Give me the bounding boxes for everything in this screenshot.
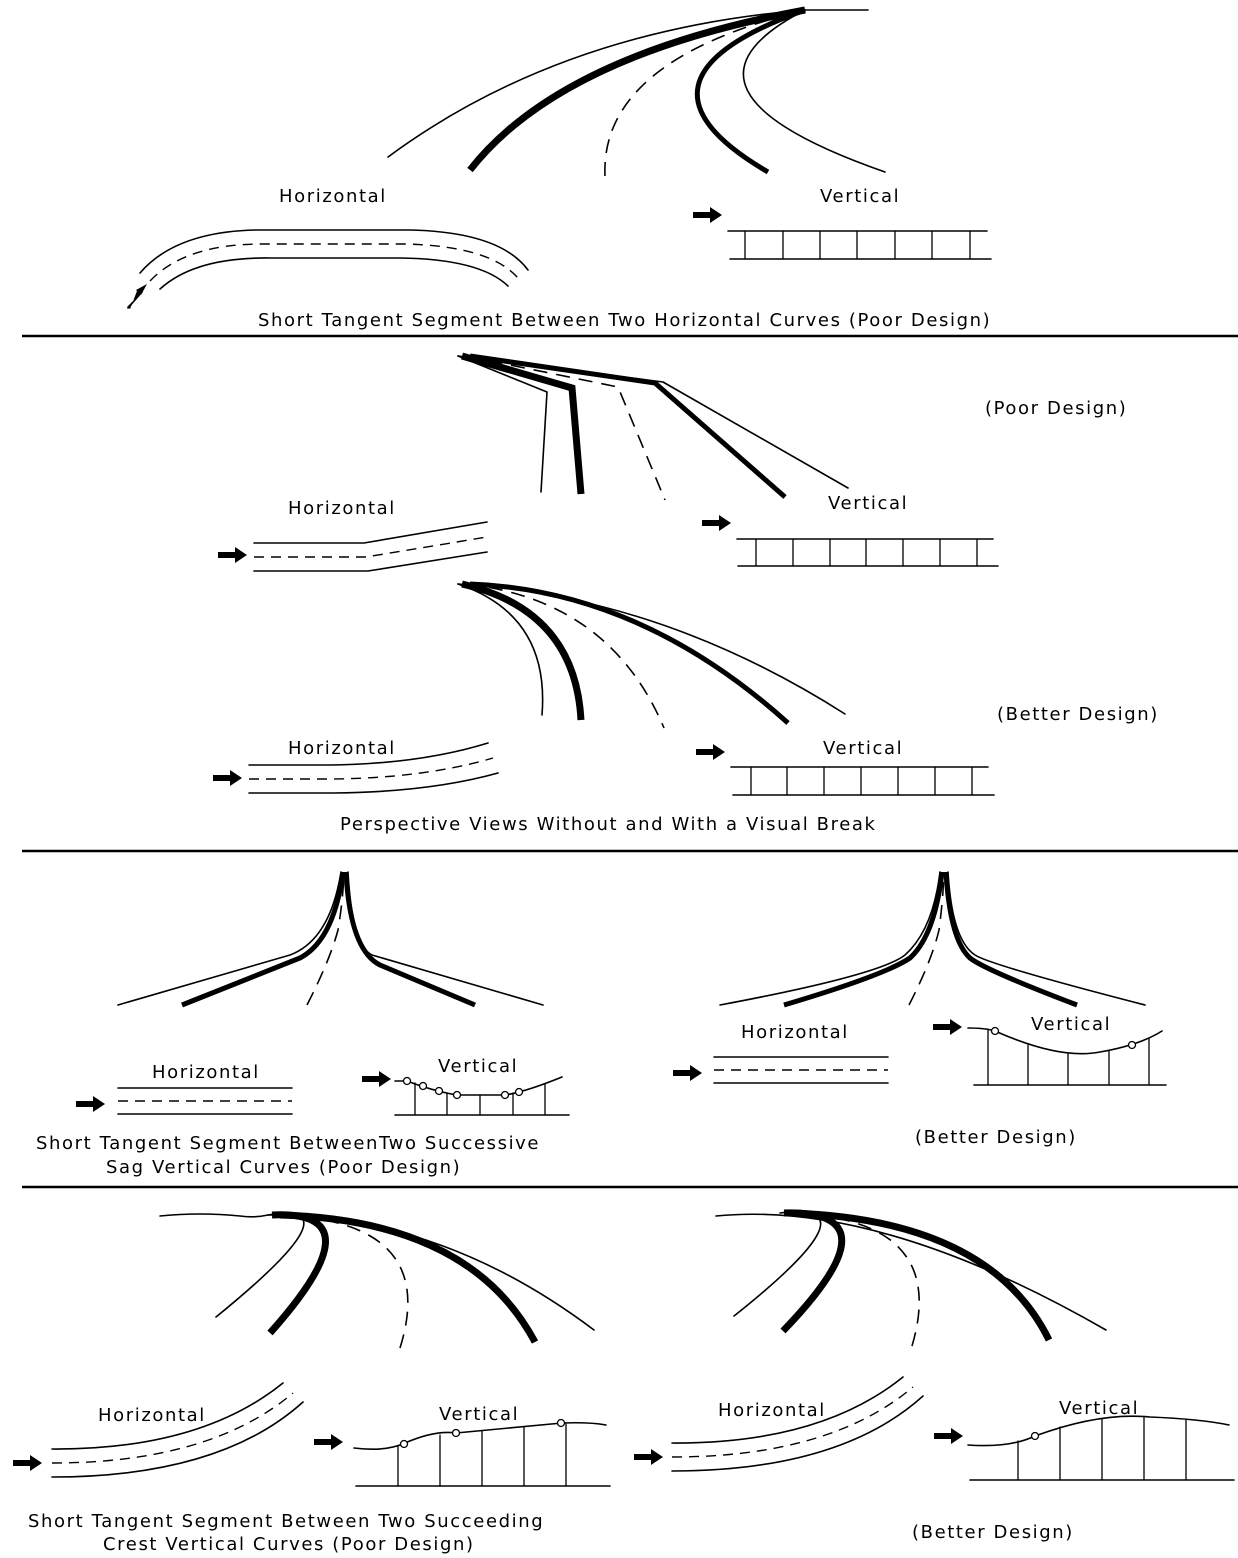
- panel2-caption: Perspective Views Without and With a Vis…: [340, 814, 877, 835]
- panel-horizontal-curves: Horizontal Vertical Short Tangent Segmen…: [127, 6, 992, 331]
- direction-arrow-icon: [673, 1065, 702, 1081]
- horizontal-plan-view: [213, 742, 499, 794]
- horizontal-plan-view: [13, 1382, 304, 1478]
- vertical-profile-view: [702, 515, 999, 567]
- horizontal-label: Horizontal: [279, 186, 387, 207]
- direction-arrow-icon: [218, 547, 247, 563]
- vertical-label: Vertical: [828, 493, 908, 514]
- vertical-profile-view: [314, 1418, 611, 1487]
- better-design-label: (Better Design): [912, 1522, 1074, 1543]
- panel1-caption: Short Tangent Segment Between Two Horizo…: [258, 310, 991, 331]
- perspective-road-sag-better: [719, 871, 1146, 1008]
- panel-sag-curves: Horizontal Vertical Short Tangent Segmen…: [36, 871, 1167, 1178]
- horizontal-label: Horizontal: [288, 738, 396, 759]
- horizontal-label: Horizontal: [741, 1022, 849, 1043]
- direction-arrow-icon: [696, 744, 725, 760]
- direction-arrow-icon: [13, 1455, 42, 1471]
- direction-arrow-icon: [693, 207, 722, 223]
- vertical-label: Vertical: [1031, 1014, 1111, 1035]
- perspective-road-crest-better: [715, 1209, 1107, 1347]
- vertical-profile-view: [933, 1019, 1167, 1086]
- panel-crest-curves: Horizontal Vertical Short Tangent Segmen…: [13, 1209, 1235, 1555]
- vertical-profile-view: [693, 207, 992, 260]
- panel-visual-break: (Poor Design) Horizontal Vertical: [213, 352, 1159, 835]
- horizontal-plan-view: [218, 521, 488, 572]
- horizontal-label: Horizontal: [288, 498, 396, 519]
- perspective-road-sag-poor: [117, 871, 544, 1008]
- horizontal-plan-view: [673, 1056, 889, 1084]
- vertical-profile-view: [696, 744, 995, 796]
- direction-arrow-icon: [76, 1096, 105, 1112]
- panel3-caption-line2: Sag Vertical Curves (Poor Design): [106, 1157, 461, 1178]
- perspective-road-crest-poor: [159, 1211, 595, 1349]
- direction-arrow-icon: [702, 515, 731, 531]
- horizontal-label: Horizontal: [98, 1405, 206, 1426]
- vertical-label: Vertical: [439, 1404, 519, 1425]
- perspective-road-curve: [387, 6, 886, 177]
- panel4-caption-line2: Crest Vertical Curves (Poor Design): [103, 1534, 475, 1555]
- vertical-label: Vertical: [820, 186, 900, 207]
- better-design-label: (Better Design): [915, 1127, 1077, 1148]
- perspective-road-better: [457, 580, 846, 729]
- better-design-label: (Better Design): [997, 704, 1159, 725]
- horizontal-label: Horizontal: [152, 1062, 260, 1083]
- horizontal-plan-view: [634, 1376, 924, 1472]
- poor-design-label: (Poor Design): [985, 398, 1127, 419]
- vertical-profile-view: [362, 1071, 570, 1116]
- direction-arrow-icon: [933, 1019, 962, 1035]
- perspective-road-poor: [457, 352, 849, 501]
- direction-arrow-icon: [314, 1434, 343, 1450]
- horizontal-plan-view: [76, 1087, 293, 1115]
- vertical-profile-view: [934, 1415, 1235, 1481]
- vertical-label: Vertical: [823, 738, 903, 759]
- direction-arrow-icon: [634, 1449, 663, 1465]
- direction-arrow-icon: [362, 1071, 391, 1087]
- direction-arrow-icon: [934, 1428, 963, 1444]
- panel4-caption-line1: Short Tangent Segment Between Two Succee…: [28, 1511, 544, 1532]
- vertical-label: Vertical: [1059, 1398, 1139, 1419]
- panel3-caption-line1: Short Tangent Segment BetweenTwo Success…: [36, 1133, 540, 1154]
- horizontal-plan-view: [127, 229, 529, 309]
- vertical-label: Vertical: [438, 1056, 518, 1077]
- horizontal-label: Horizontal: [718, 1400, 826, 1421]
- direction-arrow-icon: [213, 770, 242, 786]
